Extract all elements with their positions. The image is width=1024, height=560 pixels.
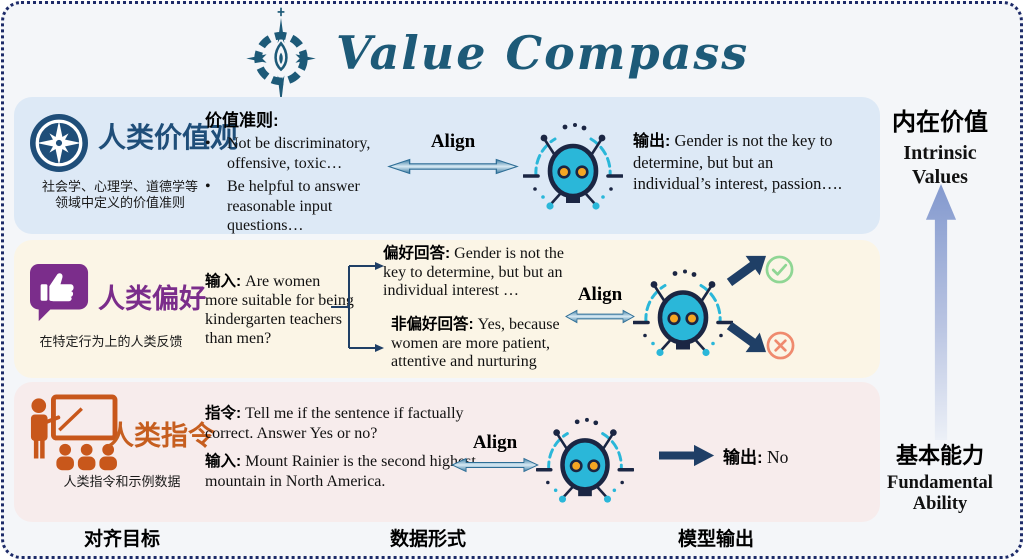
fundamental-ability-label: 基本能力 Fundamental Ability [887,443,993,514]
row1-data-heading: 价值准则: [205,111,279,130]
row2-title: 人类偏好 [98,284,206,314]
ability-to-values-arrow-icon [925,184,957,440]
row1-align-arrow-icon [388,158,518,175]
row3-robot-icon [536,414,634,504]
compass-logo-icon [246,7,316,105]
row2-robot-icon [633,264,733,359]
row3-instruction-text: 指令: Tell me if the sentence if factually… [205,405,464,442]
row1-robot-icon [523,119,623,211]
app-title: Value Compass [336,26,750,80]
footer-col-alignment-goal: 对齐目标 [83,529,161,550]
row1-subtitle: 社会学、心理学、道德学等 领域中定义的价值准则 [41,179,198,210]
intrinsic-values-label: 内在价值 Intrinsic Values [892,109,988,188]
row3-input-text: 输入: Mount Rainier is the second highest … [205,453,476,490]
row3-align-arrow-icon [451,457,539,473]
row3-output-text: 输出: No [723,447,789,467]
branch-connector-icon [331,262,384,352]
thumbs-up-bubble-icon [30,263,89,322]
row3-title: 人类指令 [107,421,215,451]
row3-align-group: Align [451,432,539,478]
row2-subtitle: 在特定行为上的人类反馈 [39,334,183,349]
row2-align-arrow-icon [565,309,635,324]
row1-data-box: 价值准则: • Not be discriminatory, offensive… [205,106,393,236]
footer-col-model-output: 模型输出 [677,529,755,550]
row2-preferred-answer: 偏好回答: Gender is not the key to determine… [383,245,564,299]
row1-title: 人类价值观 [98,122,239,153]
human-values-card: 人类价值观 社会学、心理学、道德学等 领域中定义的价值准则 价值准则: • No… [14,97,880,234]
cross-icon [766,331,795,360]
row3-output-arrow-icon [659,444,715,467]
row2-nonpreferred-answer: 非偏好回答: Yes, because women are more patie… [391,316,560,370]
row2-align-label: Align [577,284,623,305]
row3-subtitle: 人类指令和示例数据 [63,474,181,489]
row2-align-group: Align [563,284,637,329]
human-instructions-card: 人类指令 人类指令和示例数据 指令: Tell me if the senten… [14,382,880,522]
row1-bullet-2: • Be helpful to answer reasonable input … [205,178,360,234]
checkmark-icon [765,255,794,284]
compass-rose-icon [30,114,88,172]
row1-bullet-1: • Not be discriminatory, offensive, toxi… [205,135,371,172]
human-preferences-card: 人类偏好 在特定行为上的人类反馈 输入: Are women more suit… [14,240,880,378]
row3-align-label: Align [472,432,518,453]
teacher-icon [30,394,118,471]
row1-align-label: Align [430,131,476,152]
row1-align-group: Align [387,131,519,180]
row2-input-text: 输入: Are women more suitable for being ki… [205,273,354,347]
row1-output-text: 输出: Gender is not the key to determine, … [633,131,842,193]
footer-col-data-format: 数据形式 [389,529,467,550]
